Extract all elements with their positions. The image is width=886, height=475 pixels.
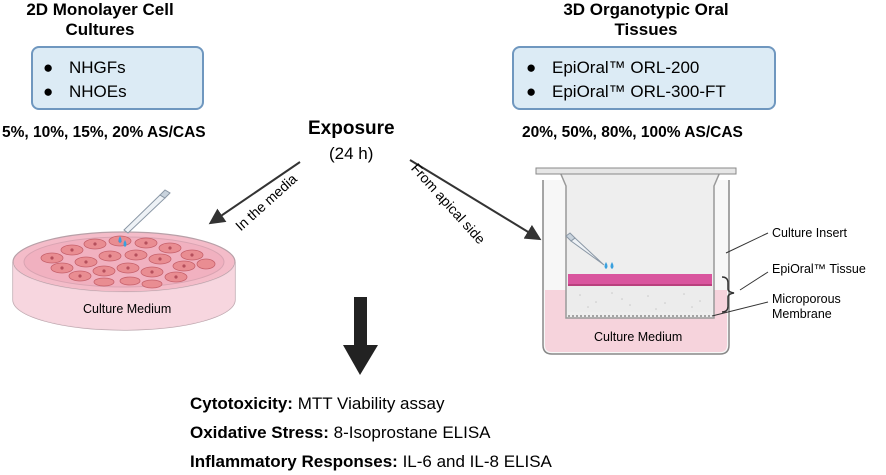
bullet-dot-icon: ● — [43, 82, 54, 101]
right-concentrations: 20%, 50%, 80%, 100% AS/CAS — [522, 124, 743, 141]
bullet-dot-icon: ● — [526, 82, 537, 101]
left-bullet-item: ● NHOEs — [43, 82, 127, 102]
left-concentrations: 5%, 10%, 15%, 20% AS/CAS — [2, 124, 206, 141]
bullet-dot-icon: ● — [526, 58, 537, 77]
outcome-assay: MTT Viability assay — [297, 394, 445, 413]
outcome-label: Cytotoxicity: — [190, 394, 293, 413]
arrow-to-dish — [208, 161, 301, 225]
outcome-assay: 8-Isoprostane ELISA — [333, 423, 491, 442]
right-bullet-label: EpiOral™ ORL-300-FT — [552, 82, 726, 101]
right-bullet-box: ● EpiOral™ ORL-200 ● EpiOral™ ORL-300-FT — [512, 46, 776, 110]
membrane-label: Microporous Membrane — [772, 292, 841, 322]
left-panel-title: 2D Monolayer Cell Cultures — [0, 0, 200, 40]
right-panel-title: 3D Organotypic Oral Tissues — [526, 0, 766, 40]
outcome-cytotoxicity: Cytotoxicity: MTT Viability assay — [190, 394, 444, 414]
outcome-inflammatory: Inflammatory Responses: IL-6 and IL-8 EL… — [190, 452, 552, 472]
culture-insert-label: Culture Insert — [772, 226, 848, 240]
epioral-tissue-label: EpiOral™ Tissue — [772, 262, 866, 276]
left-title-line1: 2D Monolayer Cell — [26, 0, 174, 19]
left-bullet-label: NHGFs — [69, 58, 126, 77]
culture-insert-icon — [535, 167, 769, 355]
left-bullet-box: ● NHGFs ● NHOEs — [31, 46, 204, 110]
outcome-assay: IL-6 and IL-8 ELISA — [402, 452, 552, 471]
right-bullet-item: ● EpiOral™ ORL-300-FT — [526, 82, 726, 102]
insert-droplet-icon — [604, 262, 614, 269]
dish-medium-label: Culture Medium — [83, 302, 172, 316]
left-title-line2: Cultures — [65, 20, 135, 39]
membrane-label-line2: Membrane — [772, 307, 832, 321]
exposure-label: Exposure — [308, 118, 395, 139]
outcome-oxidative-stress: Oxidative Stress: 8-Isoprostane ELISA — [190, 423, 491, 443]
right-bullet-label: EpiOral™ ORL-200 — [552, 58, 700, 77]
pipette-icon — [123, 189, 171, 234]
outcome-label: Oxidative Stress: — [190, 423, 329, 442]
left-bullet-label: NHOEs — [69, 82, 127, 101]
right-bullet-item: ● EpiOral™ ORL-200 — [526, 58, 699, 78]
membrane-label-line1: Microporous — [772, 292, 841, 306]
insert-pipette-icon — [565, 232, 605, 266]
right-title-line1: 3D Organotypic Oral — [563, 0, 729, 19]
down-arrow-icon — [343, 297, 378, 375]
left-bullet-item: ● NHGFs — [43, 58, 126, 78]
bullet-dot-icon: ● — [43, 58, 54, 77]
outcome-label: Inflammatory Responses: — [190, 452, 398, 471]
petri-dish-icon — [12, 189, 236, 331]
exposure-duration: (24 h) — [329, 144, 374, 163]
droplet-icon — [118, 236, 127, 247]
right-title-line2: Tissues — [614, 20, 678, 39]
arrow-to-insert — [409, 159, 542, 241]
insert-medium-label: Culture Medium — [594, 330, 683, 344]
